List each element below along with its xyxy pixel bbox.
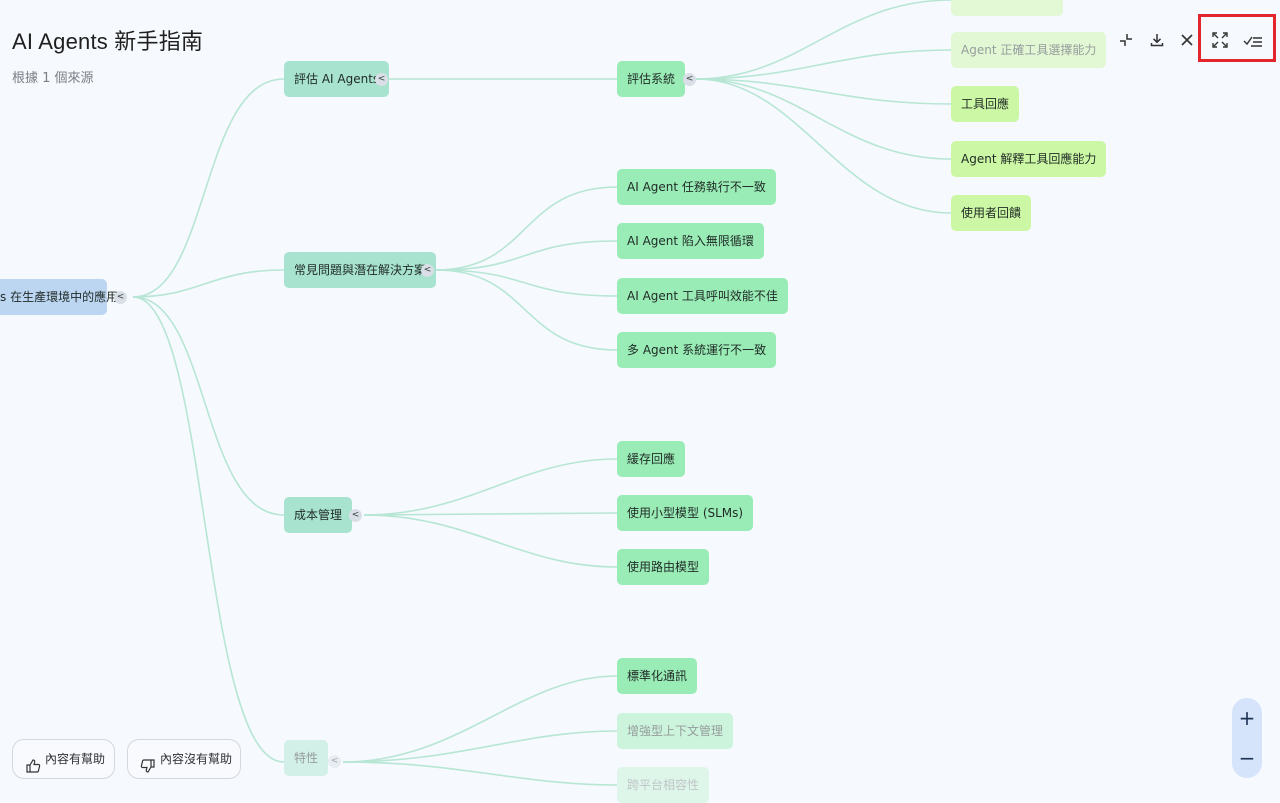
- edge: [132, 78, 285, 298]
- mindmap-node[interactable]: 成本管理: [284, 497, 353, 533]
- mindmap-node[interactable]: 跨平台相容性: [617, 767, 710, 803]
- edge: [342, 761, 618, 786]
- mindmap-node[interactable]: AI Agent 任務執行不一致: [617, 169, 776, 205]
- edge: [695, 78, 952, 105]
- helpful-button[interactable]: 內容有幫助: [12, 739, 115, 779]
- download-icon[interactable]: [1145, 28, 1169, 52]
- edge: [363, 512, 618, 516]
- edge: [435, 269, 618, 351]
- not-helpful-button[interactable]: 內容沒有幫助: [127, 739, 241, 779]
- edge: [435, 186, 618, 271]
- mindmap-node[interactable]: 評估系統: [617, 61, 686, 97]
- edge: [435, 240, 618, 271]
- edge: [363, 458, 618, 516]
- mindmap-node[interactable]: 使用路由模型: [617, 549, 710, 585]
- not-helpful-label: 內容沒有幫助: [160, 752, 233, 766]
- mindmap-node[interactable]: AI Agent 陷入無限循環: [617, 223, 764, 259]
- edge: [695, 49, 952, 80]
- collapse-toggle[interactable]: <: [328, 755, 341, 768]
- thumbs-up-icon: [25, 751, 41, 773]
- mindmap-node[interactable]: 特性: [284, 740, 329, 776]
- mindmap-node[interactable]: 標準化通訊: [617, 658, 698, 694]
- edge: [132, 269, 285, 298]
- mindmap-node[interactable]: 常見問題與潛在解決方案: [284, 252, 437, 288]
- helpful-label: 內容有幫助: [45, 752, 106, 766]
- zoom-out-button[interactable]: −: [1238, 746, 1256, 770]
- mindmap-node[interactable]: 多 Agent 系統運行不一致: [617, 332, 777, 368]
- mindmap-node[interactable]: 評估 AI Agents: [284, 61, 390, 97]
- edge: [695, 78, 952, 160]
- edge: [435, 269, 618, 297]
- edge: [342, 675, 618, 763]
- zoom-control: + −: [1232, 698, 1262, 778]
- edge: [695, 78, 952, 214]
- zoom-in-button[interactable]: +: [1238, 706, 1256, 730]
- check-list-icon[interactable]: [1241, 28, 1265, 52]
- thumbs-down-icon: [140, 751, 156, 773]
- collapse-toggle[interactable]: <: [349, 509, 362, 522]
- expand-icon[interactable]: [1208, 28, 1232, 52]
- mindmap-node[interactable]: Agent 解釋工具回應能力: [951, 141, 1107, 177]
- edge: [363, 514, 618, 568]
- mindmap-node[interactable]: 使用小型模型 (SLMs): [617, 495, 754, 531]
- mindmap-root-node[interactable]: s 在生產環境中的應用: [0, 279, 118, 315]
- collapse-toggle[interactable]: <: [421, 264, 434, 277]
- mindmap-node[interactable]: Agent 正確工具選擇能力: [951, 32, 1107, 68]
- collapse-toggle[interactable]: <: [114, 291, 127, 304]
- mindmap-node[interactable]: 緩存回應: [617, 441, 686, 477]
- mindmap-node[interactable]: 工具回應: [951, 86, 1020, 122]
- collapse-icon[interactable]: [1114, 28, 1138, 52]
- page-title: AI Agents 新手指南: [12, 29, 204, 54]
- edge: [342, 730, 618, 763]
- mindmap-node[interactable]: 使用者回饋: [951, 195, 1032, 231]
- source-count: 根據 1 個來源: [12, 71, 94, 86]
- mindmap-node[interactable]: AI Agent 工具呼叫效能不佳: [617, 278, 788, 314]
- mindmap-node[interactable]: [951, 0, 1063, 16]
- edge: [132, 296, 285, 516]
- collapse-toggle[interactable]: <: [375, 73, 388, 86]
- collapse-toggle[interactable]: <: [683, 73, 696, 86]
- edge: [695, 0, 952, 80]
- mindmap-node[interactable]: 增強型上下文管理: [617, 713, 734, 749]
- close-icon[interactable]: [1175, 28, 1199, 52]
- edge: [132, 296, 285, 763]
